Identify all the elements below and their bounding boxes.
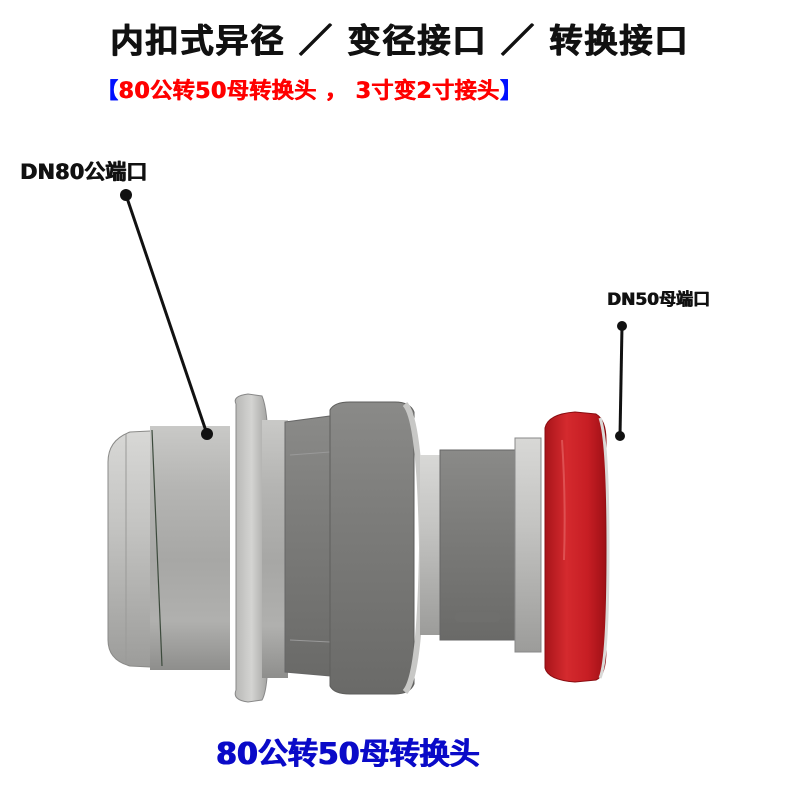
page-title: 内扣式异径 ／ 变径接口 ／ 转换接口	[110, 21, 690, 60]
neck	[420, 437, 542, 653]
subtitle-text: 80公转50母转换头 ， 3寸变2寸接头	[118, 79, 500, 104]
subtitle-close-bracket: 】	[499, 79, 523, 104]
flange	[234, 393, 288, 703]
female-port-label: DN50母端口	[607, 290, 710, 310]
male-port-callout-leader	[120, 189, 213, 440]
subtitle: 【80公转50母转换头 ， 3寸变2寸接头】	[96, 73, 522, 105]
product-name-caption: 80公转50母转换头	[216, 737, 480, 772]
female-port-callout-leader	[615, 321, 627, 441]
hex-body	[284, 401, 426, 695]
male-port-label: DN80公端口	[20, 160, 148, 184]
male-port-body	[107, 426, 230, 670]
female-port-seal-ring	[544, 411, 610, 683]
subtitle-open-bracket: 【	[96, 79, 119, 104]
